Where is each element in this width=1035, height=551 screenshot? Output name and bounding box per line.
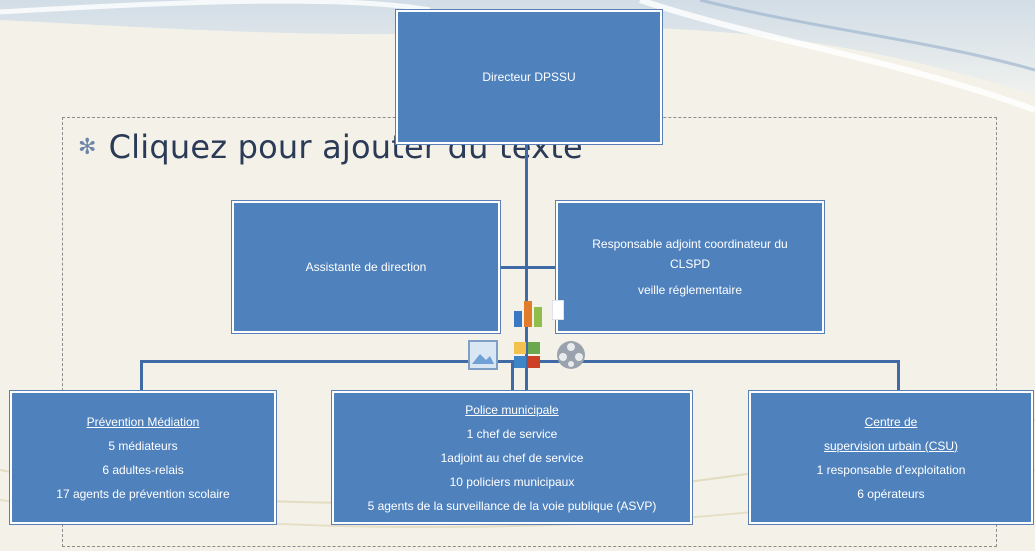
node-director-label: Directeur DPSSU [482, 70, 576, 84]
clipart-icon[interactable] [512, 340, 542, 370]
police-line3: 10 policiers municipaux [449, 474, 575, 489]
police-line4: 5 agents de la surveillance de la voie p… [367, 498, 657, 513]
csu-title2: supervision urbain (CSU) [823, 438, 959, 453]
picture-icon[interactable] [468, 340, 498, 370]
csu-line1: 1 responsable d’exploitation [816, 462, 966, 477]
prevention-line3: 17 agents de prévention scolaire [56, 486, 230, 501]
connector-staff [498, 266, 558, 269]
deputy-line1: Responsable adjoint coordinateur du [592, 237, 788, 251]
police-title: Police municipale [465, 402, 559, 417]
csu-line2: 6 opérateurs [857, 486, 925, 501]
connector-right [897, 360, 900, 393]
node-csu[interactable]: Centre de supervision urbain (CSU) 1 res… [749, 391, 1033, 524]
node-director[interactable]: Directeur DPSSU [396, 10, 662, 144]
deputy-line2: CLSPD [669, 257, 710, 271]
prevention-title: Prévention Médiation [86, 414, 200, 429]
police-line1: 1 chef de service [466, 426, 558, 441]
prevention-line2: 6 adultes-relais [102, 462, 184, 477]
connector-left [140, 360, 143, 393]
chart-icon[interactable] [512, 297, 546, 329]
prevention-line1: 5 médiateurs [108, 438, 178, 453]
bullet-icon: ✻ [78, 135, 97, 160]
police-line2: 1adjoint au chef de service [440, 450, 584, 465]
node-deputy[interactable]: Responsable adjoint coordinateur du CLSP… [556, 201, 824, 333]
node-assistant-label: Assistante de direction [305, 260, 427, 274]
node-police[interactable]: Police municipale 1 chef de service 1adj… [332, 391, 692, 524]
table-icon[interactable] [552, 300, 564, 320]
node-assistant[interactable]: Assistante de direction [232, 201, 500, 333]
connector-center [511, 360, 514, 393]
csu-title1: Centre de [864, 414, 918, 429]
node-prevention[interactable]: Prévention Médiation 5 médiateurs 6 adul… [10, 391, 276, 524]
media-icon[interactable] [554, 338, 588, 372]
deputy-line3: veille réglementaire [637, 283, 743, 297]
connector-trunk [525, 140, 528, 390]
